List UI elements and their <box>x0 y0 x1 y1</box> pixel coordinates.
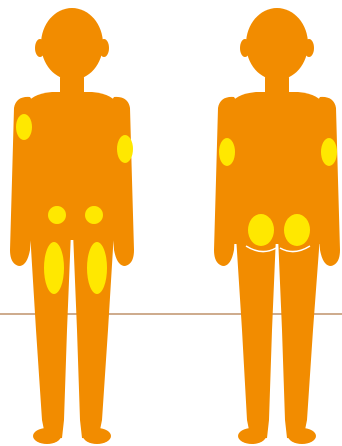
front-left-thigh-site <box>44 242 64 294</box>
front-view-figure <box>10 8 134 444</box>
front-left-upper-arm-site <box>16 114 32 140</box>
back-left-upper-arm-site <box>219 138 235 166</box>
back-left-buttock-site <box>248 214 274 246</box>
front-right-abdomen-site <box>85 206 103 224</box>
back-right-upper-arm-site <box>321 138 337 166</box>
front-left-abdomen-site <box>48 206 66 224</box>
front-body-silhouette <box>10 8 134 444</box>
front-right-thigh-site <box>87 242 107 294</box>
back-view-figure <box>214 8 340 444</box>
front-right-upper-arm-site <box>117 135 133 163</box>
back-body-silhouette <box>214 8 340 444</box>
back-right-buttock-site <box>284 214 310 246</box>
